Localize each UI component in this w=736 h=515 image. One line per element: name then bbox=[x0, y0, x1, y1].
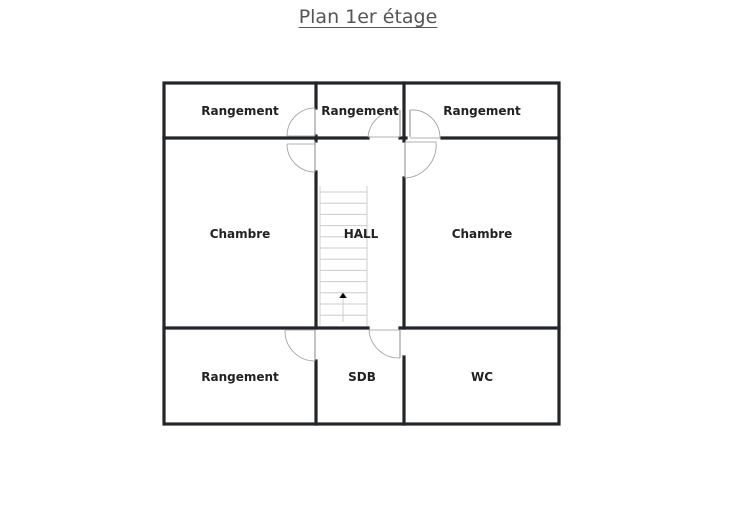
plan-title: Plan 1er étage bbox=[298, 6, 438, 28]
room-label-rangement: Rangement bbox=[321, 104, 399, 118]
walls bbox=[162, 81, 561, 426]
room-label-rangement: Rangement bbox=[201, 370, 279, 384]
room-label-wc: WC bbox=[470, 370, 494, 384]
staircase bbox=[319, 186, 368, 326]
doors bbox=[284, 107, 441, 362]
room-label-rangement: Rangement bbox=[443, 104, 521, 118]
room-label-chambre: Chambre bbox=[209, 227, 271, 241]
room-label-rangement: Rangement bbox=[201, 104, 279, 118]
room-label-hall: HALL bbox=[343, 227, 379, 241]
room-label-chambre: Chambre bbox=[451, 227, 513, 241]
room-label-sdb: SDB bbox=[348, 370, 376, 384]
